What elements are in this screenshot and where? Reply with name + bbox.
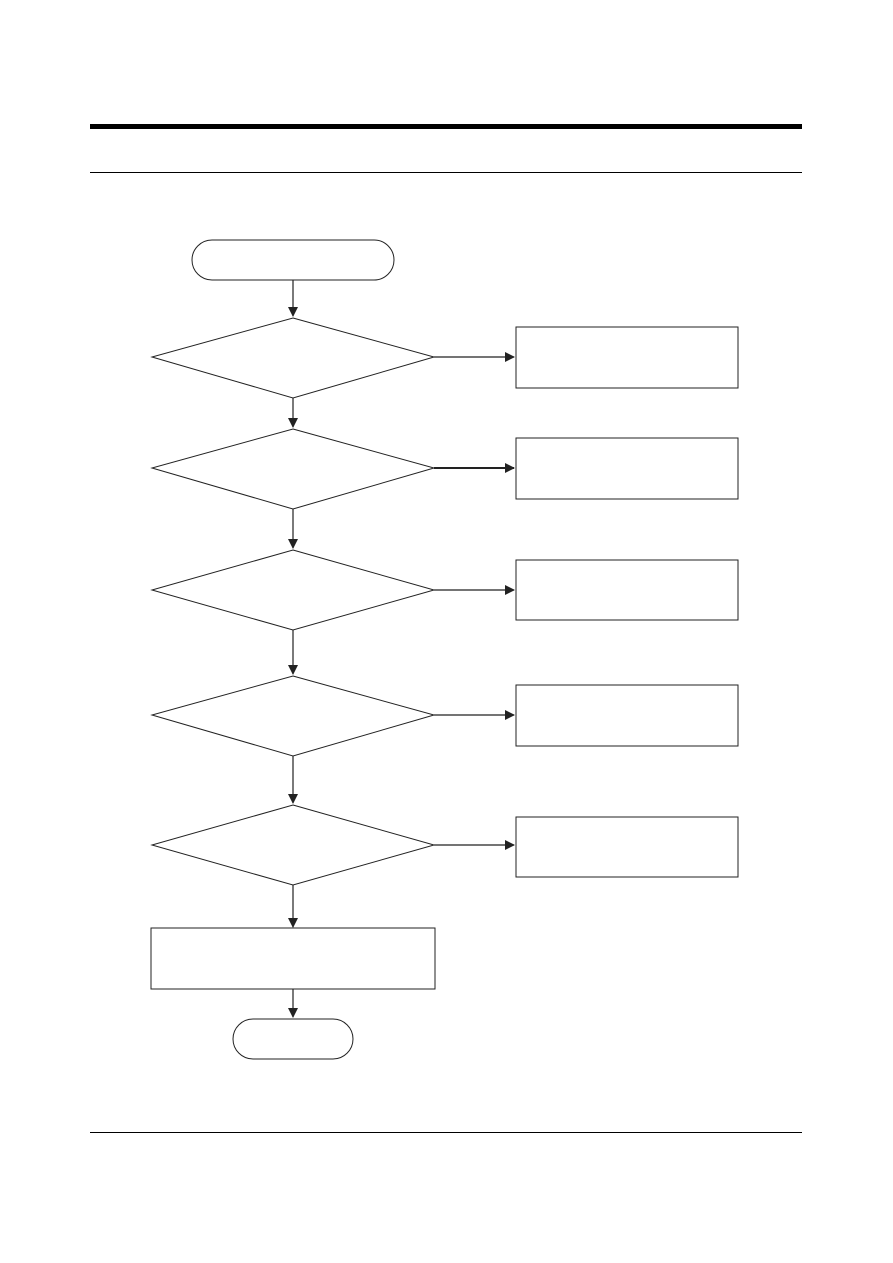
decision-1 <box>150 317 436 399</box>
connectors <box>288 280 515 1018</box>
decision-5 <box>150 804 436 886</box>
decision-3 <box>150 549 436 631</box>
action-box-5 <box>515 816 739 878</box>
decision-4 <box>150 675 436 757</box>
final-action-box <box>150 927 436 990</box>
header-rule-thin <box>90 172 802 173</box>
footer-rule <box>90 1132 802 1133</box>
decision-2 <box>150 428 436 510</box>
header-rule-thick <box>90 124 802 129</box>
action-box-1 <box>515 326 739 389</box>
end-terminator <box>232 1018 354 1060</box>
action-box-3 <box>515 559 739 621</box>
action-box-2 <box>515 437 739 500</box>
start-terminator <box>191 239 395 281</box>
action-box-4 <box>515 684 739 747</box>
